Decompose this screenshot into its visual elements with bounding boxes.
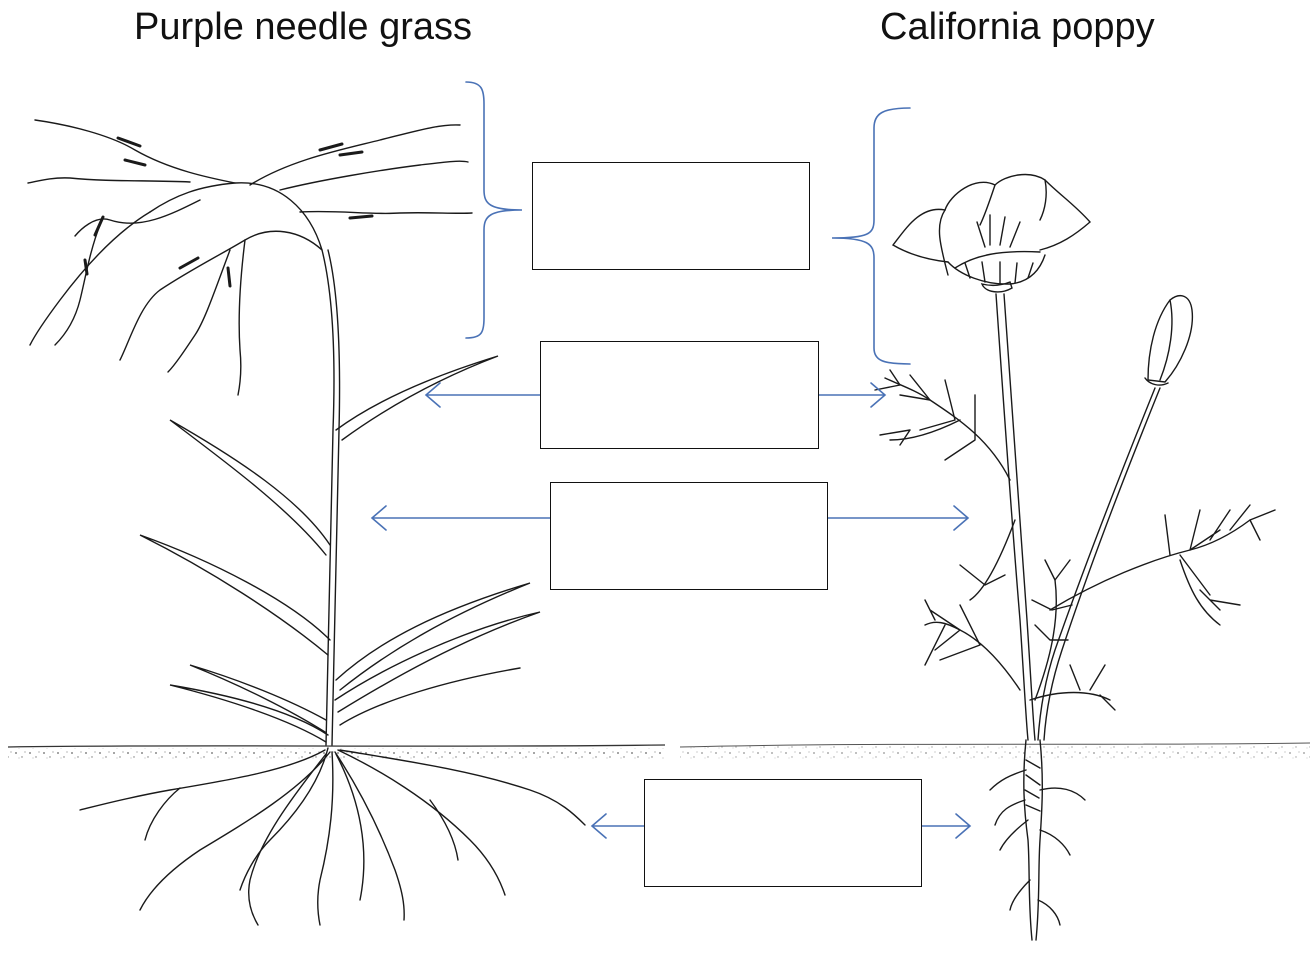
poppy-drawing [875, 175, 1275, 940]
brace-left-icon [466, 82, 522, 338]
answer-box-leaf[interactable] [540, 341, 819, 449]
arrow-left-icon [372, 506, 550, 530]
needle-grass-drawing [28, 120, 585, 925]
arrow-left-icon [426, 383, 540, 407]
answer-box-stem[interactable] [550, 482, 828, 590]
arrow-right-icon [828, 506, 968, 530]
arrow-right-icon [819, 383, 885, 407]
arrow-right-icon [922, 814, 970, 838]
brace-right-icon [832, 108, 910, 364]
answer-box-root[interactable] [644, 779, 922, 887]
arrow-left-icon [592, 814, 644, 838]
soil-surface [8, 743, 1310, 760]
answer-box-flower[interactable] [532, 162, 810, 270]
